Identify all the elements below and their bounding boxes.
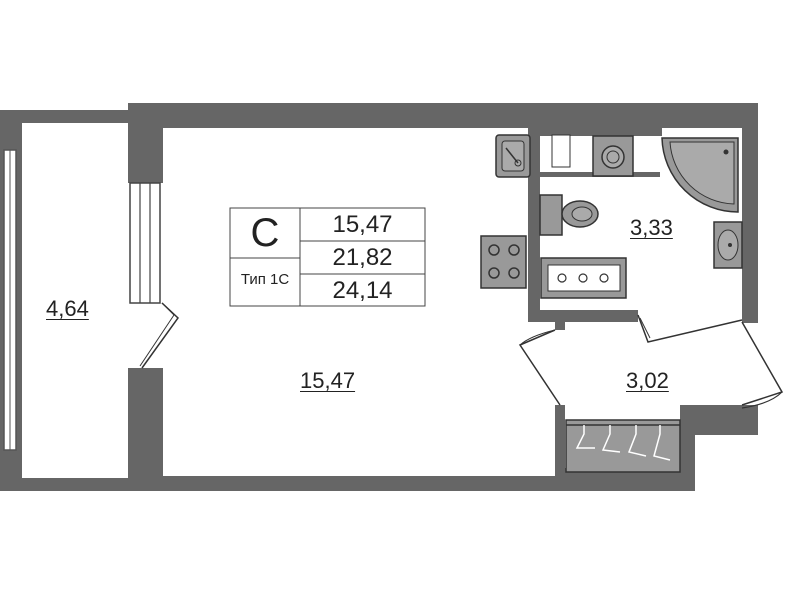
balcony	[0, 110, 135, 491]
top-wall	[128, 103, 758, 128]
wardrobe	[565, 419, 681, 473]
balcony-door	[139, 302, 179, 369]
balcony-top-wall	[0, 110, 135, 123]
hall-door	[518, 329, 561, 406]
balcony-area-label: 4,64	[46, 296, 89, 321]
left-wall-upper	[128, 103, 163, 183]
info-box	[229, 207, 426, 307]
closet-bottom-wall	[555, 468, 695, 491]
kitchen	[480, 134, 571, 289]
bathroom	[539, 135, 743, 299]
kitchen-cabinet	[551, 134, 571, 168]
apartment-type: Тип 1С	[240, 271, 290, 288]
bathroom-bottom-wall-right	[742, 310, 758, 322]
bathroom-bottom-wall-left	[528, 310, 638, 322]
balcony-bottom-wall	[0, 478, 135, 491]
closet-left-wall	[555, 405, 565, 491]
room-window	[129, 182, 161, 304]
bathroom-door	[637, 314, 743, 343]
area-total-no-balcony: 21,82	[332, 244, 393, 271]
hanger-icon	[575, 425, 671, 461]
bottom-wall	[128, 476, 558, 491]
bathroom-area-label: 3,33	[630, 215, 673, 240]
area-total: 24,14	[332, 277, 393, 304]
entrance-door	[741, 321, 784, 409]
wardrobe-icon	[565, 419, 681, 473]
bathroom-left-wall	[528, 128, 540, 313]
main-room-area-label: 15,47	[300, 368, 356, 393]
left-wall-lower	[128, 368, 163, 491]
area-living: 15,47	[332, 211, 393, 238]
toilet-tank-icon	[539, 194, 563, 236]
stove-icon	[480, 235, 527, 289]
right-wall-upper	[742, 103, 758, 323]
walls	[128, 103, 758, 491]
hallway-area-label: 3,02	[626, 368, 669, 393]
apartment-class: C	[250, 211, 280, 255]
